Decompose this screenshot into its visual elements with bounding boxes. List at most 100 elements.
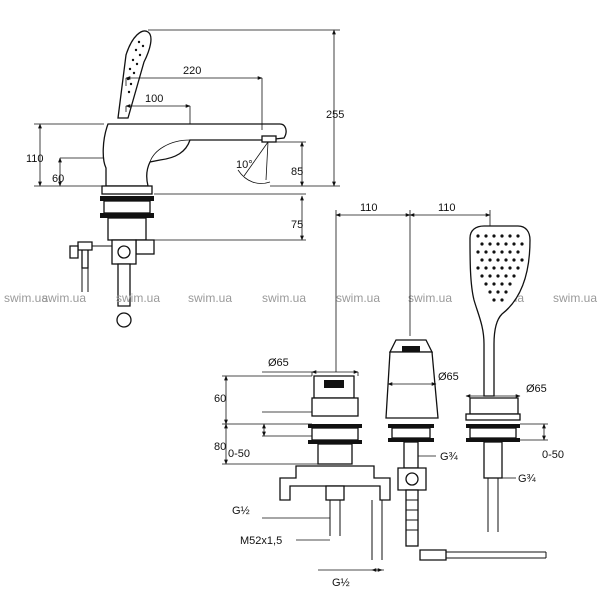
front-spout-shank [391, 427, 431, 439]
front-shower-base [465, 413, 521, 421]
side-dim-75: 75 [291, 219, 303, 231]
shower-nozzle [504, 258, 508, 262]
side-dim-85: 85 [291, 166, 303, 178]
shower-nozzle [484, 250, 488, 254]
side-spout-inner [149, 139, 191, 163]
shower-nozzle [512, 258, 516, 262]
watermark-5: swim.ua [262, 291, 306, 305]
shower-nozzle [516, 250, 520, 254]
side-connector-right [135, 239, 155, 255]
shower-nozzle [484, 266, 488, 270]
front-dim-g34-shower: G¾ [518, 473, 537, 485]
shower-nozzle [516, 234, 520, 238]
front-dim-g12-left: G½ [232, 505, 250, 517]
side-hose-down [117, 263, 131, 307]
side-shower-head [117, 30, 152, 119]
shower-nozzle [508, 266, 512, 270]
front-dim-g34-spout: G¾ [440, 451, 459, 463]
watermark-1: swim.ua [4, 291, 48, 305]
watermark-4: swim.ua [188, 291, 232, 305]
front-shower-shank [469, 427, 517, 439]
shower-nozzle [500, 298, 504, 302]
shower-nozzle [488, 290, 492, 294]
side-shank [103, 200, 151, 214]
front-dim-050-right: 0-50 [542, 449, 564, 461]
front-spout-body [385, 351, 439, 419]
shower-nozzle [488, 258, 492, 262]
front-spout-nut-2 [388, 438, 434, 442]
shower-nozzle [492, 234, 496, 238]
front-shower-nut-1 [466, 424, 520, 428]
side-body-lower [107, 217, 147, 241]
front-mixer-shank [311, 427, 359, 441]
side-valve-knob [117, 245, 131, 259]
side-nut-2 [100, 213, 154, 218]
shower-nozzle [504, 242, 508, 246]
front-dim-60: 60 [214, 393, 226, 405]
front-dim-phi65-mixer: Ø65 [268, 357, 289, 369]
shower-nozzle [500, 282, 504, 286]
side-dim-10deg: 10° [236, 159, 253, 171]
side-dim-100: 100 [145, 93, 163, 105]
shower-nozzle [480, 258, 484, 262]
side-dim-220: 220 [183, 65, 201, 77]
front-dim-phi65-shower: Ø65 [526, 383, 547, 395]
shower-nozzle [476, 266, 480, 270]
front-dim-050-left: 0-50 [228, 448, 250, 460]
shower-nozzle [512, 274, 516, 278]
watermark-9: swim.ua [553, 291, 597, 305]
front-spout-nut-1 [388, 424, 434, 428]
watermark-row: swim.ua swim.ua swim.ua swim.ua swim.ua … [4, 291, 597, 305]
shower-nozzle [492, 282, 496, 286]
side-spout-body [102, 123, 287, 187]
shower-nozzle [476, 250, 480, 254]
side-dim-255: 255 [326, 109, 344, 121]
shower-nozzle [492, 298, 496, 302]
shower-nozzle [496, 242, 500, 246]
front-mixer-body [311, 397, 359, 417]
shower-nozzle [496, 290, 500, 294]
front-spout-pipe [403, 441, 419, 469]
side-nut-1 [100, 196, 154, 201]
front-shower-nozzles [476, 234, 524, 302]
watermark-7: swim.ua [408, 291, 452, 305]
front-mixer-nut-2 [308, 440, 362, 444]
front-mixer-cartridge [279, 465, 391, 501]
shower-nozzle [504, 290, 508, 294]
side-dim-60: 60 [52, 173, 64, 185]
shower-nozzle [492, 266, 496, 270]
front-bottom-hose [419, 549, 447, 561]
shower-nozzle [484, 282, 488, 286]
front-dim-g12-bottom: G½ [332, 577, 350, 589]
shower-nozzle [496, 274, 500, 278]
front-view: 110 110 [214, 202, 564, 589]
shower-nozzle [516, 266, 520, 270]
front-spout-hose [405, 489, 419, 547]
front-spout-aerator [402, 346, 420, 352]
side-view: 220 100 255 110 60 85 10° 75 [26, 29, 344, 328]
watermark-3: swim.ua [116, 291, 160, 305]
shower-nozzle [500, 266, 504, 270]
watermark-2: swim.ua [42, 291, 86, 305]
side-hose-end [116, 312, 132, 328]
side-aerator [261, 135, 277, 143]
shower-nozzle [480, 242, 484, 246]
shower-nozzle [476, 234, 480, 238]
shower-nozzle [488, 274, 492, 278]
shower-nozzle [496, 258, 500, 262]
front-shower-nut-2 [466, 438, 520, 442]
shower-nozzle [508, 234, 512, 238]
front-shower-hose [487, 478, 499, 532]
shower-nozzle [520, 242, 524, 246]
front-mixer-outlet [325, 485, 345, 501]
watermark-6: swim.ua [336, 291, 380, 305]
shower-nozzle [480, 274, 484, 278]
front-dim-110-left: 110 [360, 202, 378, 214]
front-mixer-nut-1 [308, 424, 362, 428]
front-shower-pipe [483, 441, 503, 479]
front-mixer-lever-band [324, 380, 344, 388]
shower-nozzle [512, 242, 516, 246]
shower-nozzle [508, 282, 512, 286]
shower-nozzle [492, 250, 496, 254]
